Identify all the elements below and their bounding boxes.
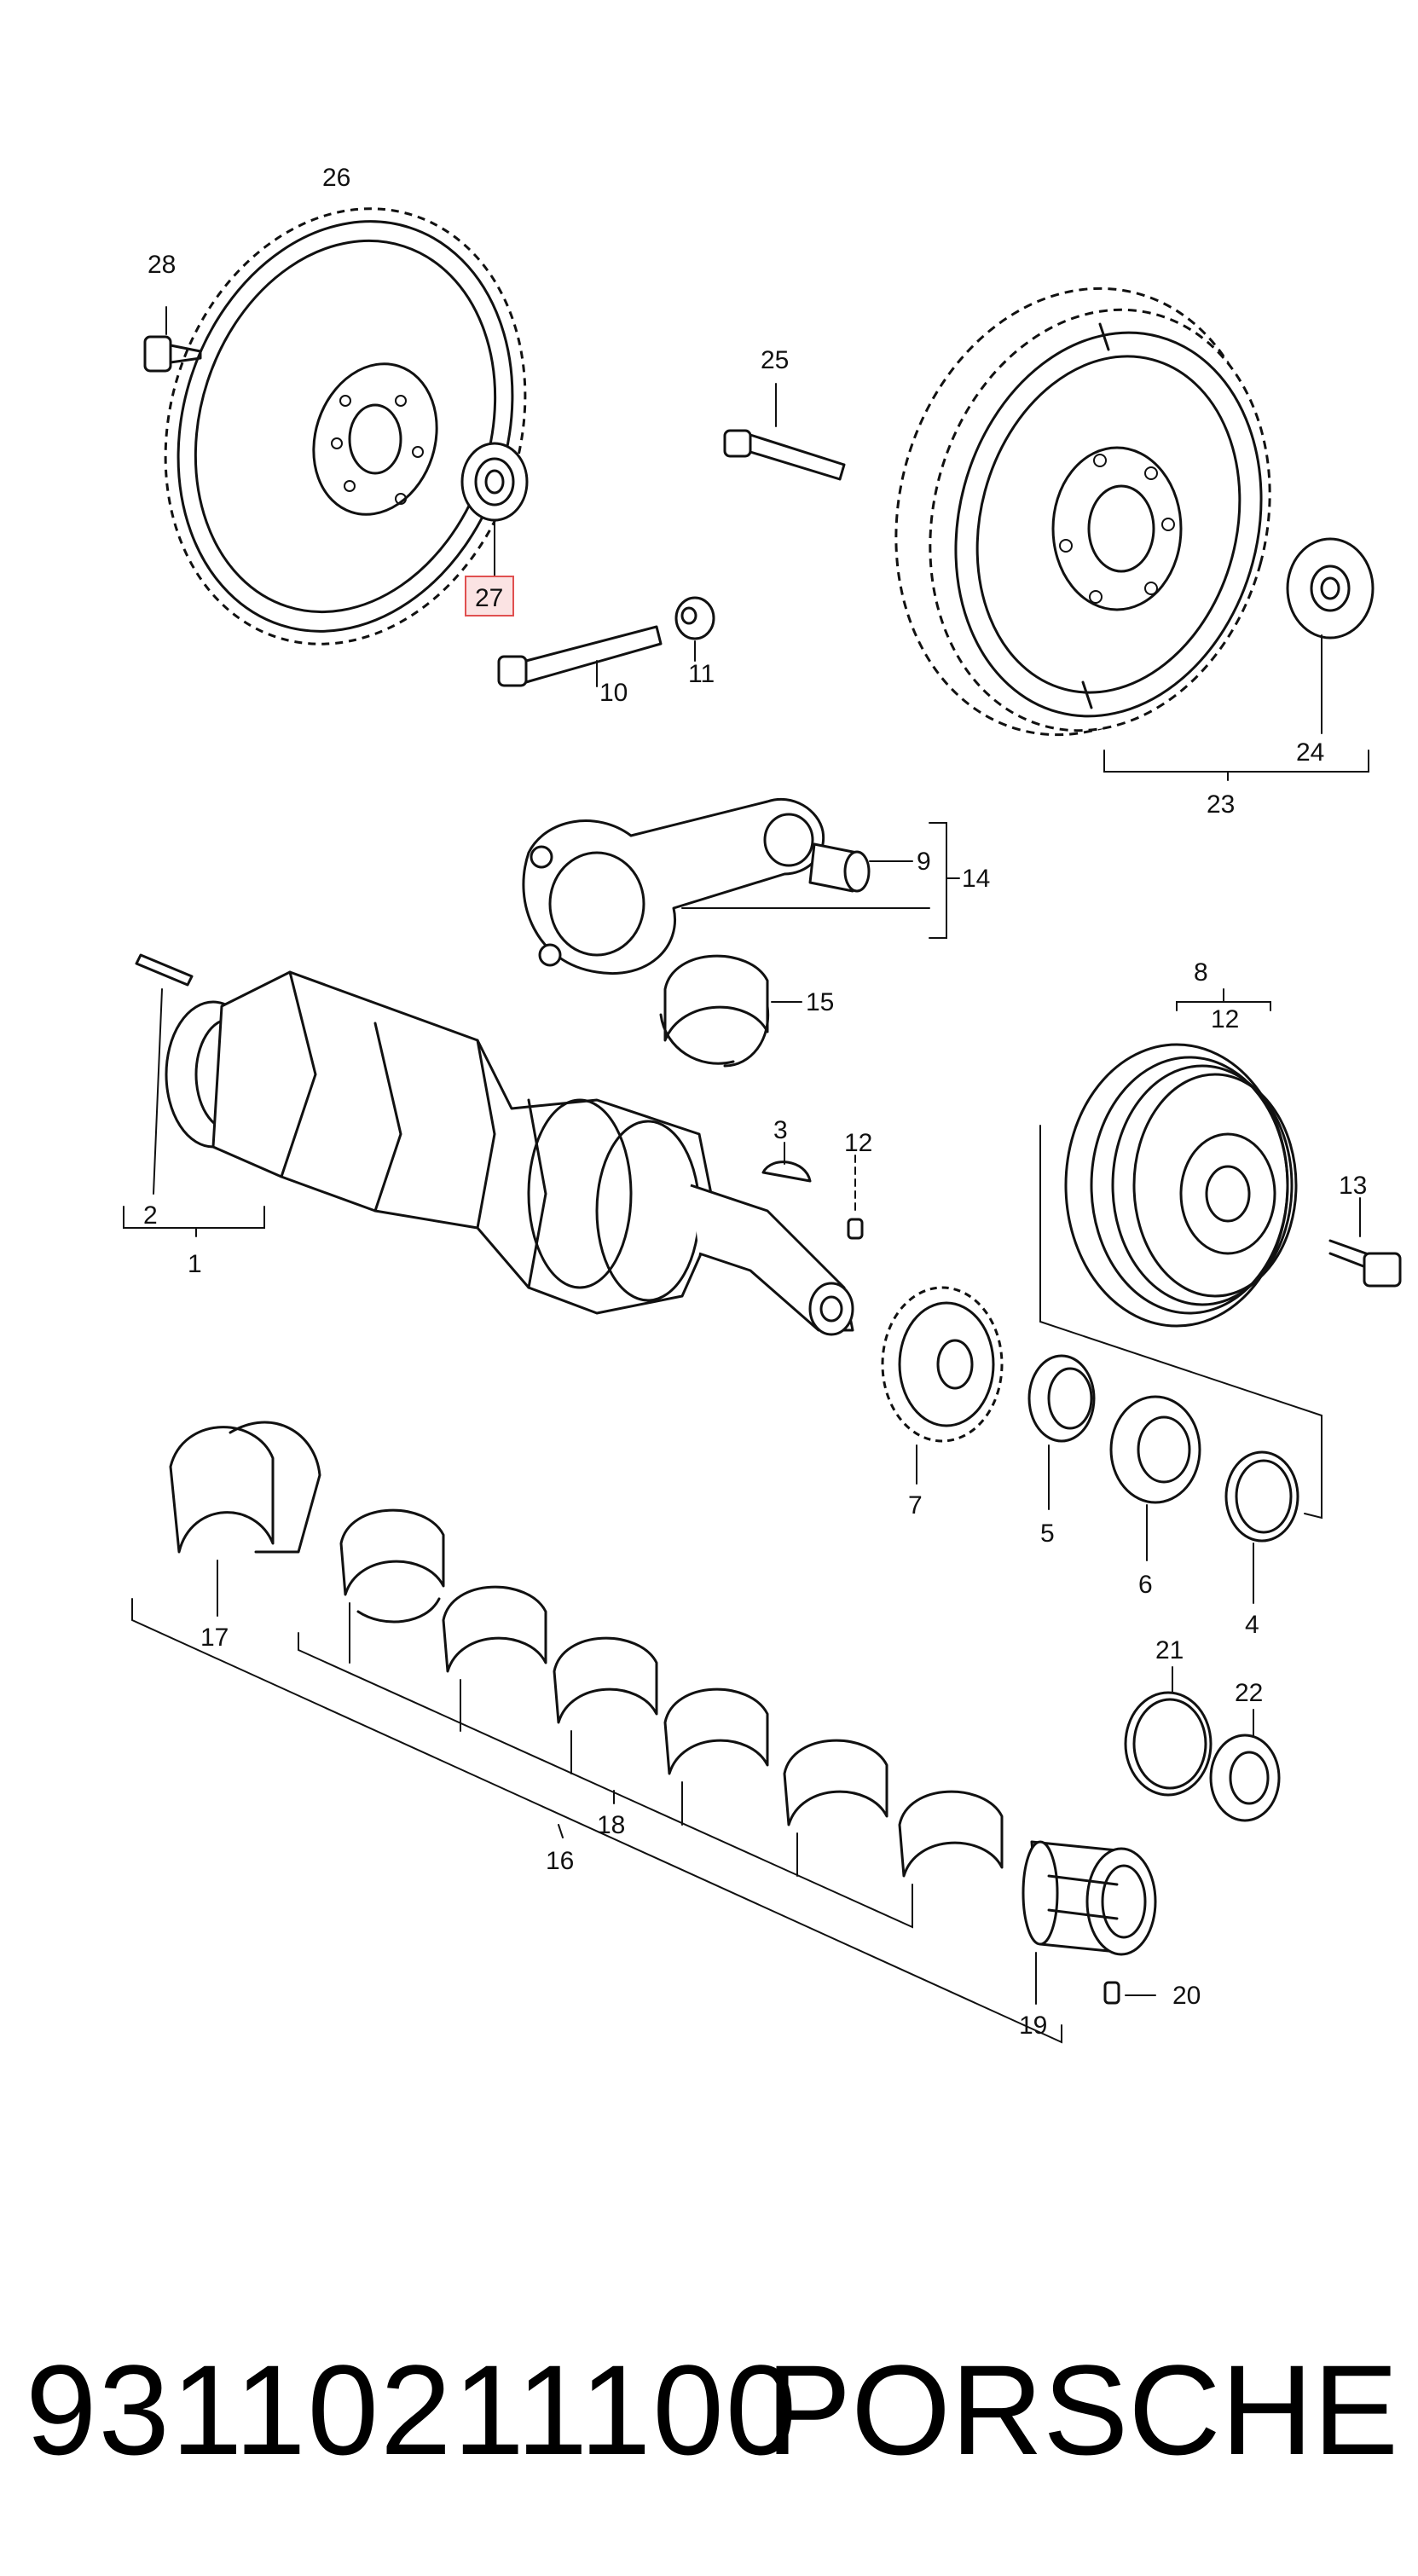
callout-16: 16: [546, 1847, 574, 1875]
callout-5: 5: [1040, 1520, 1055, 1548]
callout-17: 17: [200, 1624, 229, 1652]
callout-2: 2: [143, 1201, 158, 1230]
callout-22: 22: [1235, 1679, 1263, 1707]
callout-7: 7: [908, 1491, 923, 1520]
bolt-28: [143, 306, 202, 373]
bolt-10: [497, 625, 663, 687]
callout-3: 3: [773, 1116, 788, 1144]
bracket-23: [1103, 750, 1369, 781]
bracket-1: [123, 1206, 265, 1237]
brand-name: PORSCHE: [766, 2338, 1398, 2481]
callout-8: 8: [1194, 958, 1208, 987]
pin-20: [1103, 1981, 1156, 2005]
bracket-pulley: [1039, 1125, 1323, 1520]
connecting-rod: [522, 797, 825, 975]
main-bearing-shells-18: [339, 1508, 1004, 1919]
nut-11: [674, 596, 715, 662]
dowel-2: [135, 953, 194, 1195]
bracket-14: [681, 822, 960, 939]
callout-26: 26: [322, 164, 350, 192]
callout-20: 20: [1172, 1982, 1201, 2010]
callout-28: 28: [148, 251, 176, 279]
callout-6: 6: [1138, 1571, 1153, 1599]
rod-bearing-15: [659, 954, 802, 1068]
callout-1: 1: [188, 1250, 202, 1278]
bolt-25: [723, 383, 846, 481]
pulley-8: [1064, 1043, 1298, 1328]
thrust-bearing-17: [169, 1421, 321, 1617]
highlight-box-27: [465, 576, 514, 617]
pilot-bearing-27: [460, 442, 529, 576]
callout-25: 25: [761, 346, 789, 374]
seal-6: [1109, 1395, 1201, 1561]
woodruff-key-3: [761, 1142, 812, 1183]
callout-4: 4: [1245, 1611, 1259, 1639]
bracket-18: [298, 1632, 913, 1929]
callout-9: 9: [917, 848, 931, 876]
callout-11: 11: [688, 660, 715, 688]
callout-10: 10: [599, 679, 628, 707]
callout-12b: 12: [844, 1129, 872, 1157]
flywheel-right: [894, 287, 1271, 737]
caption-row: 93110211100 PORSCHE: [26, 2336, 1398, 2481]
callout-18: 18: [597, 1811, 625, 1839]
callout-12a: 12: [1211, 1005, 1239, 1033]
callout-23: 23: [1207, 790, 1235, 819]
spacer-5: [1027, 1354, 1096, 1510]
callout-19: 19: [1019, 2012, 1047, 2040]
callout-14: 14: [962, 865, 990, 893]
part-number: 93110211100: [26, 2338, 799, 2481]
bolt-13: [1328, 1197, 1402, 1288]
callout-24: 24: [1296, 738, 1324, 767]
callout-27: 27: [475, 584, 503, 612]
callout-13: 13: [1339, 1172, 1367, 1200]
gear-7: [881, 1286, 1004, 1485]
callout-15: 15: [806, 988, 834, 1016]
bearing-19: [1022, 1840, 1157, 2005]
bracket-8: [1176, 988, 1271, 1011]
crankshaft: [165, 970, 854, 1336]
seal-22: [1209, 1709, 1281, 1822]
callout-21: 21: [1155, 1636, 1184, 1664]
bracket-16: [131, 1598, 1062, 2044]
bushing-9: [808, 842, 913, 893]
ring-21: [1124, 1666, 1213, 1797]
ring-4: [1224, 1450, 1299, 1604]
pin-12: [847, 1155, 864, 1240]
bearing-24: [1286, 537, 1375, 734]
